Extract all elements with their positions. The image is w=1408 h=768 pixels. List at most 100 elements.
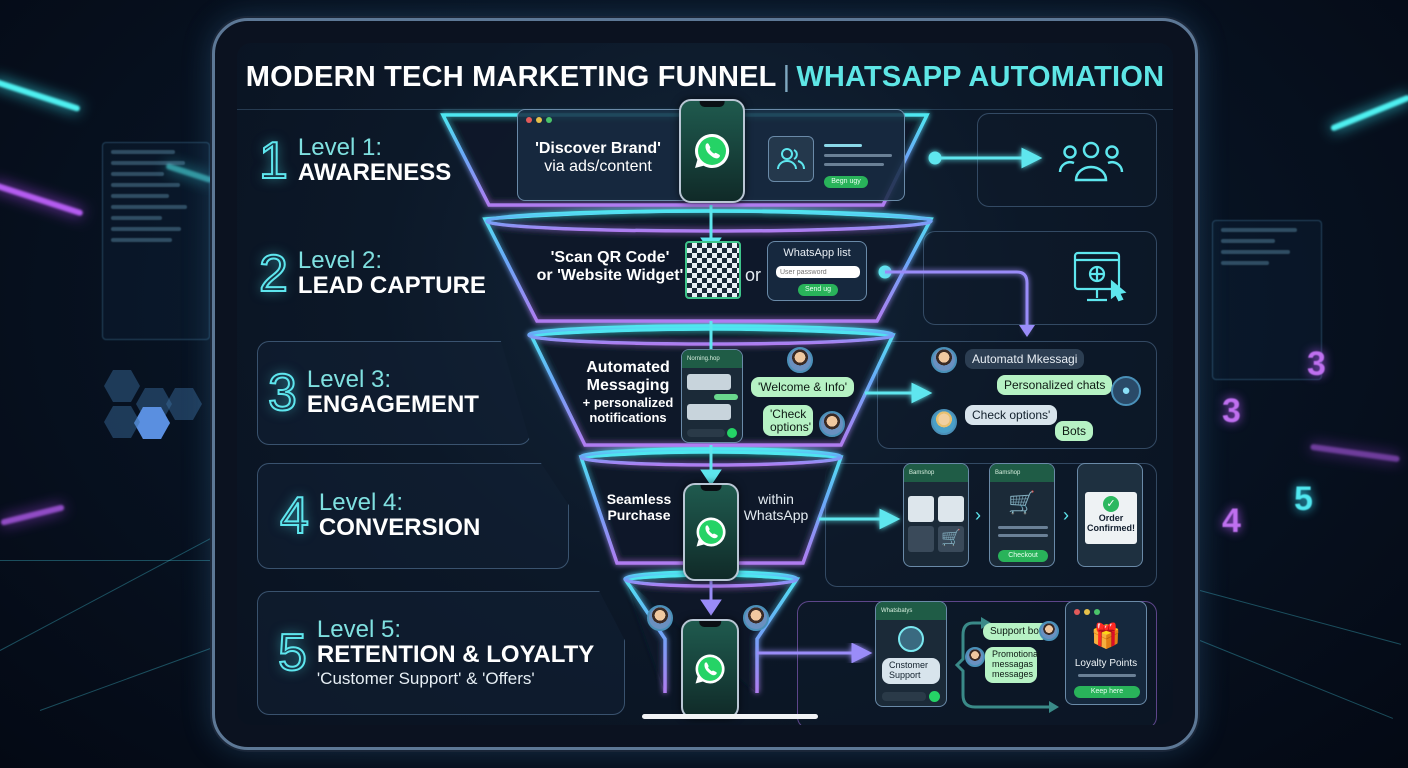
awareness-headline: 'Discover Brand' (535, 140, 661, 157)
awareness-result-card (977, 113, 1157, 207)
text-line (824, 154, 892, 157)
tablet-frame: MODERN TECH MARKETING FUNNEL|WHATSAPP AU… (212, 18, 1198, 750)
conversion-text-right: within WhatsApp (731, 491, 821, 523)
text-line (998, 526, 1048, 529)
bg-number: 4 (1222, 502, 1241, 540)
bg-light-streak (1329, 94, 1408, 132)
engagement-text: Automated Messaging + personalized notif… (573, 359, 683, 426)
bg-hexagon (104, 370, 140, 402)
browser-cta-button[interactable]: Begn ugy (824, 176, 868, 188)
chat-panel-bubble: Automatd Mkessagi (965, 349, 1085, 369)
qr-code-icon[interactable] (685, 241, 741, 299)
bg-data-panel (102, 142, 210, 340)
chevron-right-icon: › (975, 505, 981, 525)
engagement-line: + personalized (582, 394, 674, 410)
level-1-label: 1 Level 1: AWARENESS (258, 132, 452, 190)
bg-grid-line (1199, 640, 1394, 719)
conversion-line: within (758, 491, 794, 507)
product-tile[interactable] (938, 496, 964, 522)
send-button[interactable] (727, 428, 737, 438)
level-caption: Level 1: (297, 134, 382, 162)
conversion-line: Seamless (606, 491, 672, 507)
users-group-icon (1058, 141, 1124, 182)
level-number: 2 (258, 245, 289, 303)
title-main: MODERN TECH MARKETING FUNNEL (245, 61, 777, 93)
support-phone: Whatsbatys Cnstomer Support (875, 601, 947, 707)
level-name: AWARENESS (297, 159, 452, 187)
engagement-line: Messaging (586, 377, 670, 395)
profile-card-icon (768, 136, 814, 182)
level-number: 1 (258, 132, 289, 190)
shop-header: Bamshop (990, 464, 1054, 482)
product-tile[interactable] (908, 496, 934, 522)
chat-input[interactable] (687, 429, 725, 437)
welcome-bubble: 'Welcome & Info' (751, 377, 855, 397)
level-2-label: 2 Level 2: LEAD CAPTURE (258, 245, 486, 303)
conversion-text-left: Seamless Purchase (599, 491, 679, 523)
awareness-text: 'Discover Brand' via ads/content (528, 140, 668, 177)
bg-grid-line (0, 560, 230, 561)
title-accent: WHATSAPP AUTOMATION (796, 61, 1165, 93)
widget-input[interactable] (776, 266, 860, 278)
avatar (787, 347, 813, 373)
users-icon (777, 148, 805, 170)
chat-panel-bubble: Bots (1055, 421, 1094, 441)
robot-icon: ● (1111, 376, 1141, 406)
level-caption: Level 4: (318, 489, 403, 517)
tablet-screen: MODERN TECH MARKETING FUNNEL|WHATSAPP AU… (237, 43, 1173, 725)
chat-panel-bubble: Personalized chats (997, 375, 1113, 395)
level-subtitle: 'Customer Support' & 'Offers' (316, 668, 535, 688)
awareness-phone (679, 99, 745, 203)
chat-input[interactable] (882, 692, 926, 701)
bg-number: 3 (1222, 392, 1241, 430)
bg-grid-line (1199, 590, 1402, 645)
or-label: or (745, 265, 762, 285)
cart-icon[interactable]: 🛒 (938, 526, 964, 552)
avatar (931, 347, 957, 373)
lead-capture-line-1: 'Scan QR Code' (550, 249, 670, 266)
whatsapp-icon (695, 133, 730, 168)
conversion-line: WhatsApp (743, 507, 809, 524)
lead-capture-line-2: or 'Website Widget' (536, 267, 684, 285)
checkout-button[interactable]: Checkout (998, 550, 1048, 562)
bg-grid-line (39, 641, 229, 711)
window-controls (526, 117, 552, 123)
level-number: 4 (279, 487, 310, 545)
check-icon: ✓ (1103, 496, 1119, 512)
home-indicator (642, 714, 818, 719)
widget-submit-button[interactable]: Send ug (798, 284, 838, 296)
avatar (647, 605, 673, 631)
shop-header: Bamshop (904, 464, 968, 482)
avatar (819, 411, 845, 437)
chat-message (714, 394, 738, 400)
avatar (931, 409, 957, 435)
level-4-label: 4 Level 4: CONVERSION (257, 463, 569, 569)
level-caption: Level 2: (297, 247, 382, 275)
retention-phone (681, 619, 739, 719)
bg-data-panel (1212, 220, 1322, 380)
widget-title: WhatsApp list (783, 247, 851, 259)
bg-hexagon (134, 407, 170, 439)
bg-grid-line (0, 537, 213, 651)
level-name: LEAD CAPTURE (297, 272, 486, 300)
whatsapp-icon (696, 517, 726, 547)
bg-light-streak (0, 77, 81, 113)
loyalty-button[interactable]: Keep here (1074, 686, 1140, 698)
customer-support-bubble: Cnstomer Support (882, 658, 940, 684)
chat-panel-bubble: Check options' (965, 405, 1058, 425)
bg-hexagon (104, 406, 140, 438)
avatar (1039, 621, 1059, 641)
engagement-line: Automated (586, 359, 670, 376)
lead-capture-text: 'Scan QR Code' or 'Website Widget' (525, 249, 695, 286)
product-tile[interactable] (908, 526, 934, 552)
loyalty-title: Loyalty Points (1074, 658, 1138, 669)
order-confirmed-card: ✓ Order Confirmed! (1085, 492, 1137, 544)
chat-message (687, 374, 731, 390)
mic-button[interactable] (929, 691, 940, 702)
window-controls (1074, 609, 1100, 615)
check-options-bubble: 'Check options' (763, 405, 813, 437)
engagement-line: notifications (589, 409, 667, 425)
support-bot-bubble: Support bot (983, 623, 1049, 640)
gift-icon: 🎁 (1091, 623, 1121, 650)
